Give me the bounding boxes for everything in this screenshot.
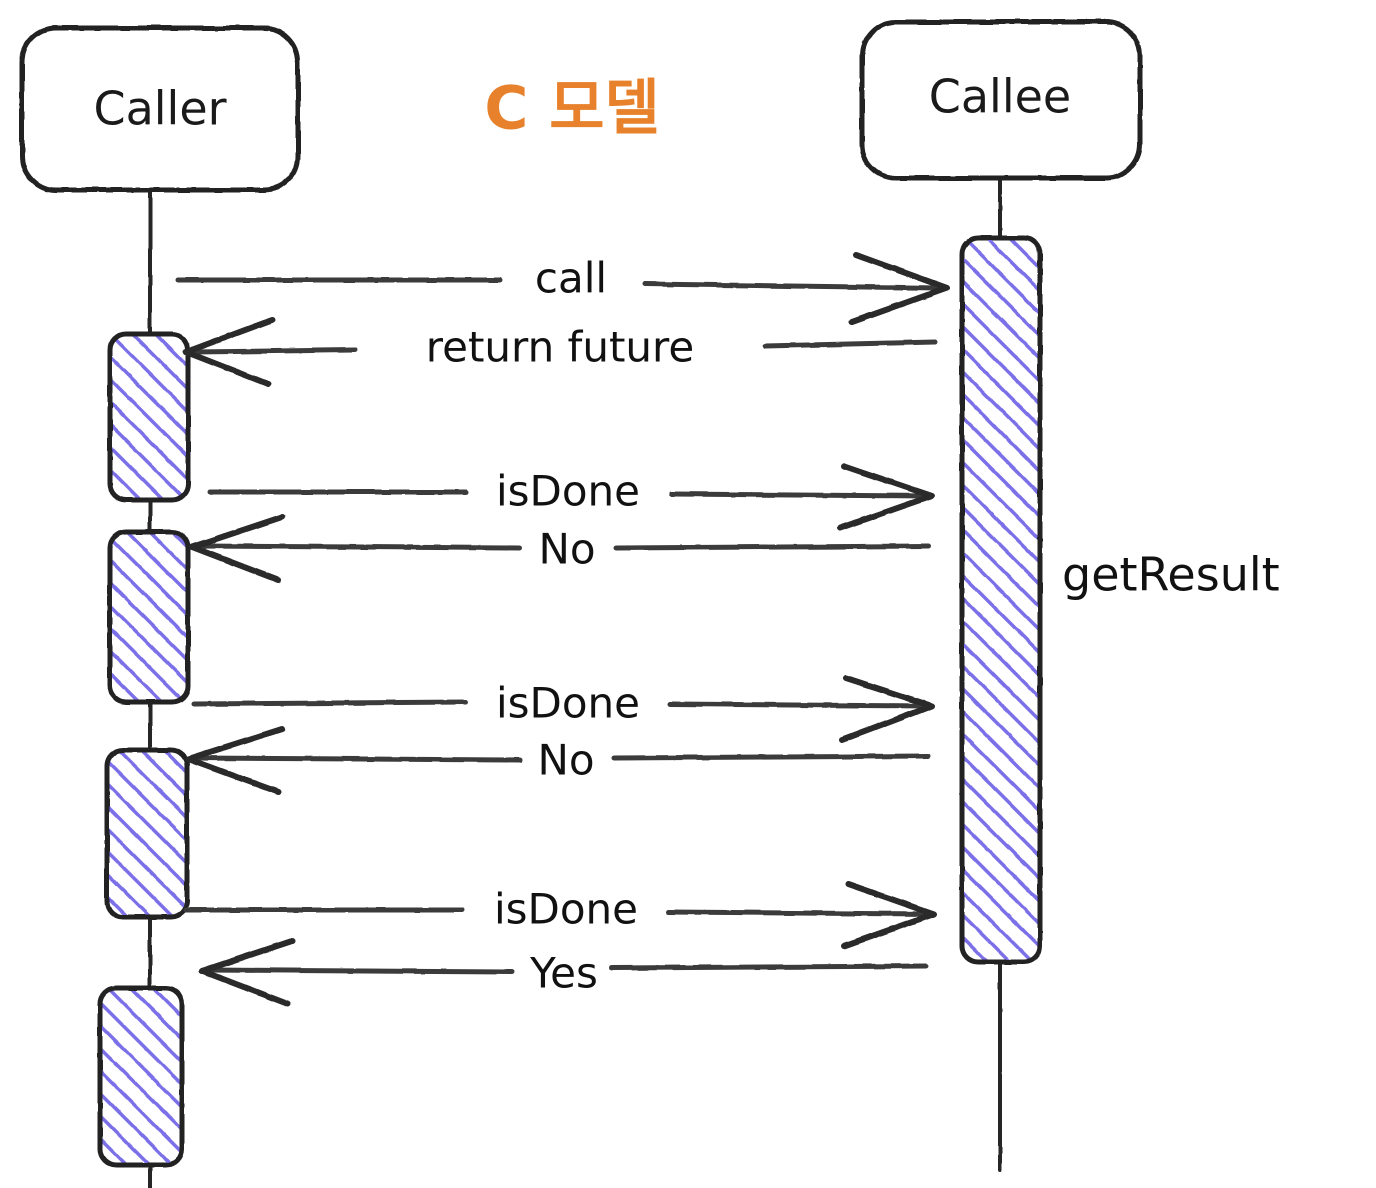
- diagram-title: C 모델: [484, 74, 659, 144]
- arrowhead-right-isdone-1: [837, 463, 935, 531]
- message-label-call: call: [535, 254, 607, 303]
- message-label-no-1: No: [538, 525, 595, 574]
- message-no-2: No: [185, 726, 931, 795]
- message-call: call: [175, 252, 950, 325]
- message-label-isdone-1: isDone: [496, 467, 640, 516]
- activation-caller-4: [97, 985, 185, 1168]
- arrowhead-left-no-1: [189, 514, 285, 583]
- message-no-1: No: [189, 514, 931, 583]
- message-label-isdone-3: isDone: [494, 885, 638, 934]
- arrowhead-right-isdone-2: [839, 675, 935, 743]
- arrowhead-right-call: [849, 252, 950, 325]
- participant-label-callee: Callee: [929, 70, 1071, 124]
- activation-caller-2: [107, 529, 191, 705]
- message-label-return-future: return future: [426, 323, 694, 372]
- arrowhead-left-return-future: [183, 317, 275, 387]
- message-return-future: return future: [183, 317, 938, 387]
- message-label-no-2: No: [537, 736, 594, 785]
- message-label-yes: Yes: [529, 949, 598, 998]
- activation-label-getresult: getResult: [1062, 548, 1280, 602]
- arrowhead-left-yes: [199, 938, 295, 1007]
- activation-caller-1: [107, 331, 191, 503]
- participant-label-caller: Caller: [93, 82, 226, 136]
- message-label-isdone-2: isDone: [496, 679, 640, 728]
- participant-box-callee[interactable]: [859, 19, 1143, 181]
- activation-caller-3: [104, 747, 190, 920]
- arrowhead-left-no-2: [185, 726, 285, 795]
- arrowhead-right-isdone-3: [841, 881, 937, 949]
- message-yes: Yes: [199, 938, 929, 1007]
- participant-box-caller[interactable]: [19, 25, 301, 193]
- message-isdone-3: isDone: [183, 881, 937, 949]
- activation-callee-getresult: [959, 235, 1043, 965]
- message-isdone-1: isDone: [207, 463, 935, 531]
- message-isdone-2: isDone: [191, 675, 935, 743]
